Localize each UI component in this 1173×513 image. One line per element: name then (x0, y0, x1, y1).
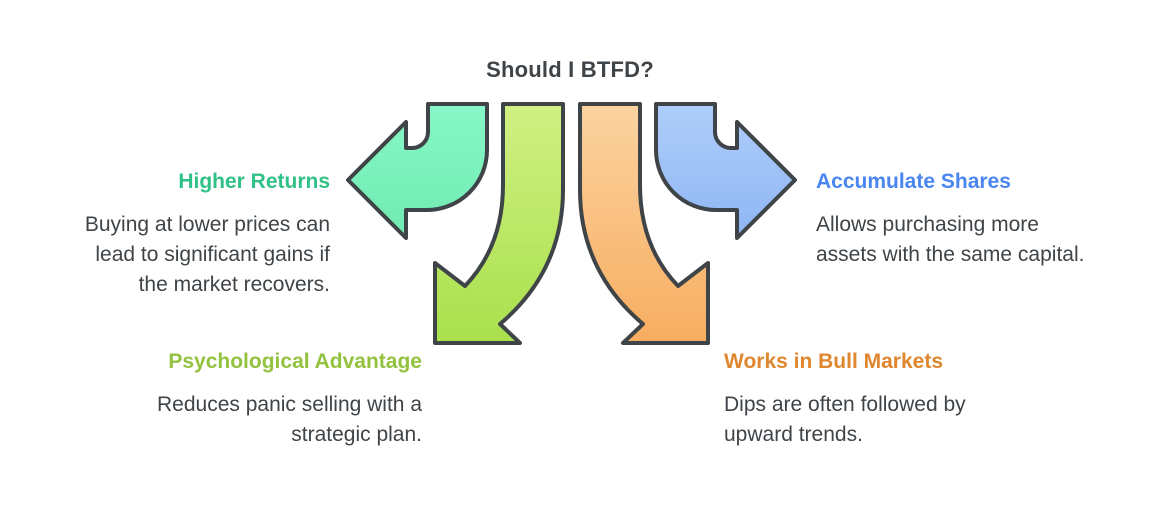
description-line: lead to significant gains if (95, 243, 330, 266)
branch-psychological-advantage: Psychological Advantage Reduces panic se… (62, 348, 422, 450)
branch-description: Reduces panic selling with a strategic p… (62, 390, 422, 450)
description-line: Allows purchasing more (816, 213, 1039, 236)
curved-arrow-left-icon (346, 102, 489, 240)
branch-works-in-bull-markets: Works in Bull Markets Dips are often fol… (724, 348, 1084, 450)
page-title: Should I BTFD? (486, 57, 654, 82)
branch-heading: Psychological Advantage (168, 350, 422, 373)
branch-heading: Accumulate Shares (816, 170, 1011, 193)
branch-heading: Higher Returns (178, 170, 330, 193)
description-line: Reduces panic selling with a (157, 393, 422, 416)
description-line: Buying at lower prices can (84, 213, 330, 236)
branch-description: Dips are often followed by upward trends… (724, 390, 1084, 450)
curved-arrow-down-right-icon (578, 102, 710, 345)
description-line: assets with the same capital. (816, 243, 1085, 266)
curved-arrow-down-left-icon (433, 102, 565, 345)
description-line: the market recovers. (138, 273, 330, 296)
branch-description: Buying at lower prices can lead to signi… (20, 210, 330, 300)
branch-accumulate-shares: Accumulate Shares Allows purchasing more… (816, 168, 1161, 270)
description-line: Dips are often followed by (724, 393, 966, 416)
branch-heading: Works in Bull Markets (724, 350, 944, 373)
branch-description: Allows purchasing more assets with the s… (816, 210, 1161, 270)
description-line: upward trends. (724, 423, 863, 446)
branch-higher-returns: Higher Returns Buying at lower prices ca… (20, 168, 330, 300)
curved-arrow-right-icon (654, 102, 797, 240)
description-line: strategic plan. (291, 423, 422, 446)
